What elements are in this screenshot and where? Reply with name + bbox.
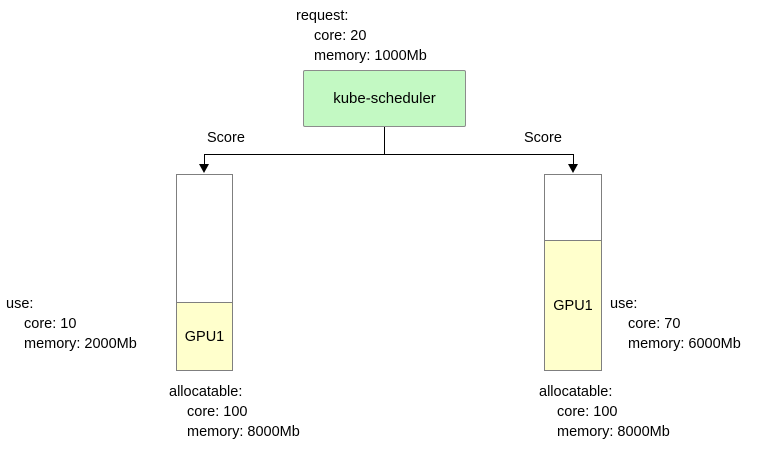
right-branch-line: [573, 154, 574, 166]
node-left-use-line-1: use:: [6, 296, 34, 312]
left-arrow-icon: [199, 164, 209, 173]
right-arrow-icon: [568, 164, 578, 173]
node-right-allocatable-line-2: core: 100: [557, 404, 618, 420]
kube-scheduler-node[interactable]: kube-scheduler: [303, 70, 466, 127]
node-right-use-block: use: core: 70 memory: 6000Mb: [610, 294, 741, 354]
node-left-allocatable-block: allocatable: core: 100 memory: 8000Mb: [169, 382, 300, 442]
left-score-label: Score: [207, 130, 245, 146]
node-left-use-line-3: memory: 2000Mb: [24, 336, 137, 352]
node-right-use-line-1: use:: [610, 296, 638, 312]
score-bus-line: [204, 154, 573, 155]
node-right-gpu-label: GPU1: [553, 297, 593, 314]
node-left-gpu-label: GPU1: [184, 328, 225, 345]
request-spec-line-1: request:: [296, 8, 349, 24]
node-right-capacity-bar[interactable]: GPU1: [544, 174, 602, 371]
node-left-capacity-bar[interactable]: GPU1: [176, 174, 233, 371]
node-right-use-line-3: memory: 6000Mb: [628, 336, 741, 352]
request-spec-block: request: core: 20 memory: 1000Mb: [296, 6, 427, 66]
node-left-use-line-2: core: 10: [24, 316, 77, 332]
node-right-allocatable-line-1: allocatable:: [539, 384, 613, 400]
right-score-label: Score: [524, 130, 562, 146]
scheduler-stem-line: [384, 127, 385, 154]
node-right-used-portion: GPU1: [545, 240, 601, 370]
request-spec-line-3: memory: 1000Mb: [314, 48, 427, 64]
node-left-used-portion: GPU1: [177, 302, 232, 370]
node-left-use-block: use: core: 10 memory: 2000Mb: [6, 294, 137, 354]
node-left-allocatable-line-3: memory: 8000Mb: [187, 424, 300, 440]
node-right-use-line-2: core: 70: [628, 316, 681, 332]
left-branch-line: [204, 154, 205, 166]
request-spec-line-2: core: 20: [314, 28, 367, 44]
node-left-allocatable-line-2: core: 100: [187, 404, 248, 420]
node-left-allocatable-line-1: allocatable:: [169, 384, 243, 400]
kube-scheduler-label: kube-scheduler: [333, 90, 436, 107]
node-right-allocatable-line-3: memory: 8000Mb: [557, 424, 670, 440]
node-right-allocatable-block: allocatable: core: 100 memory: 8000Mb: [539, 382, 670, 442]
